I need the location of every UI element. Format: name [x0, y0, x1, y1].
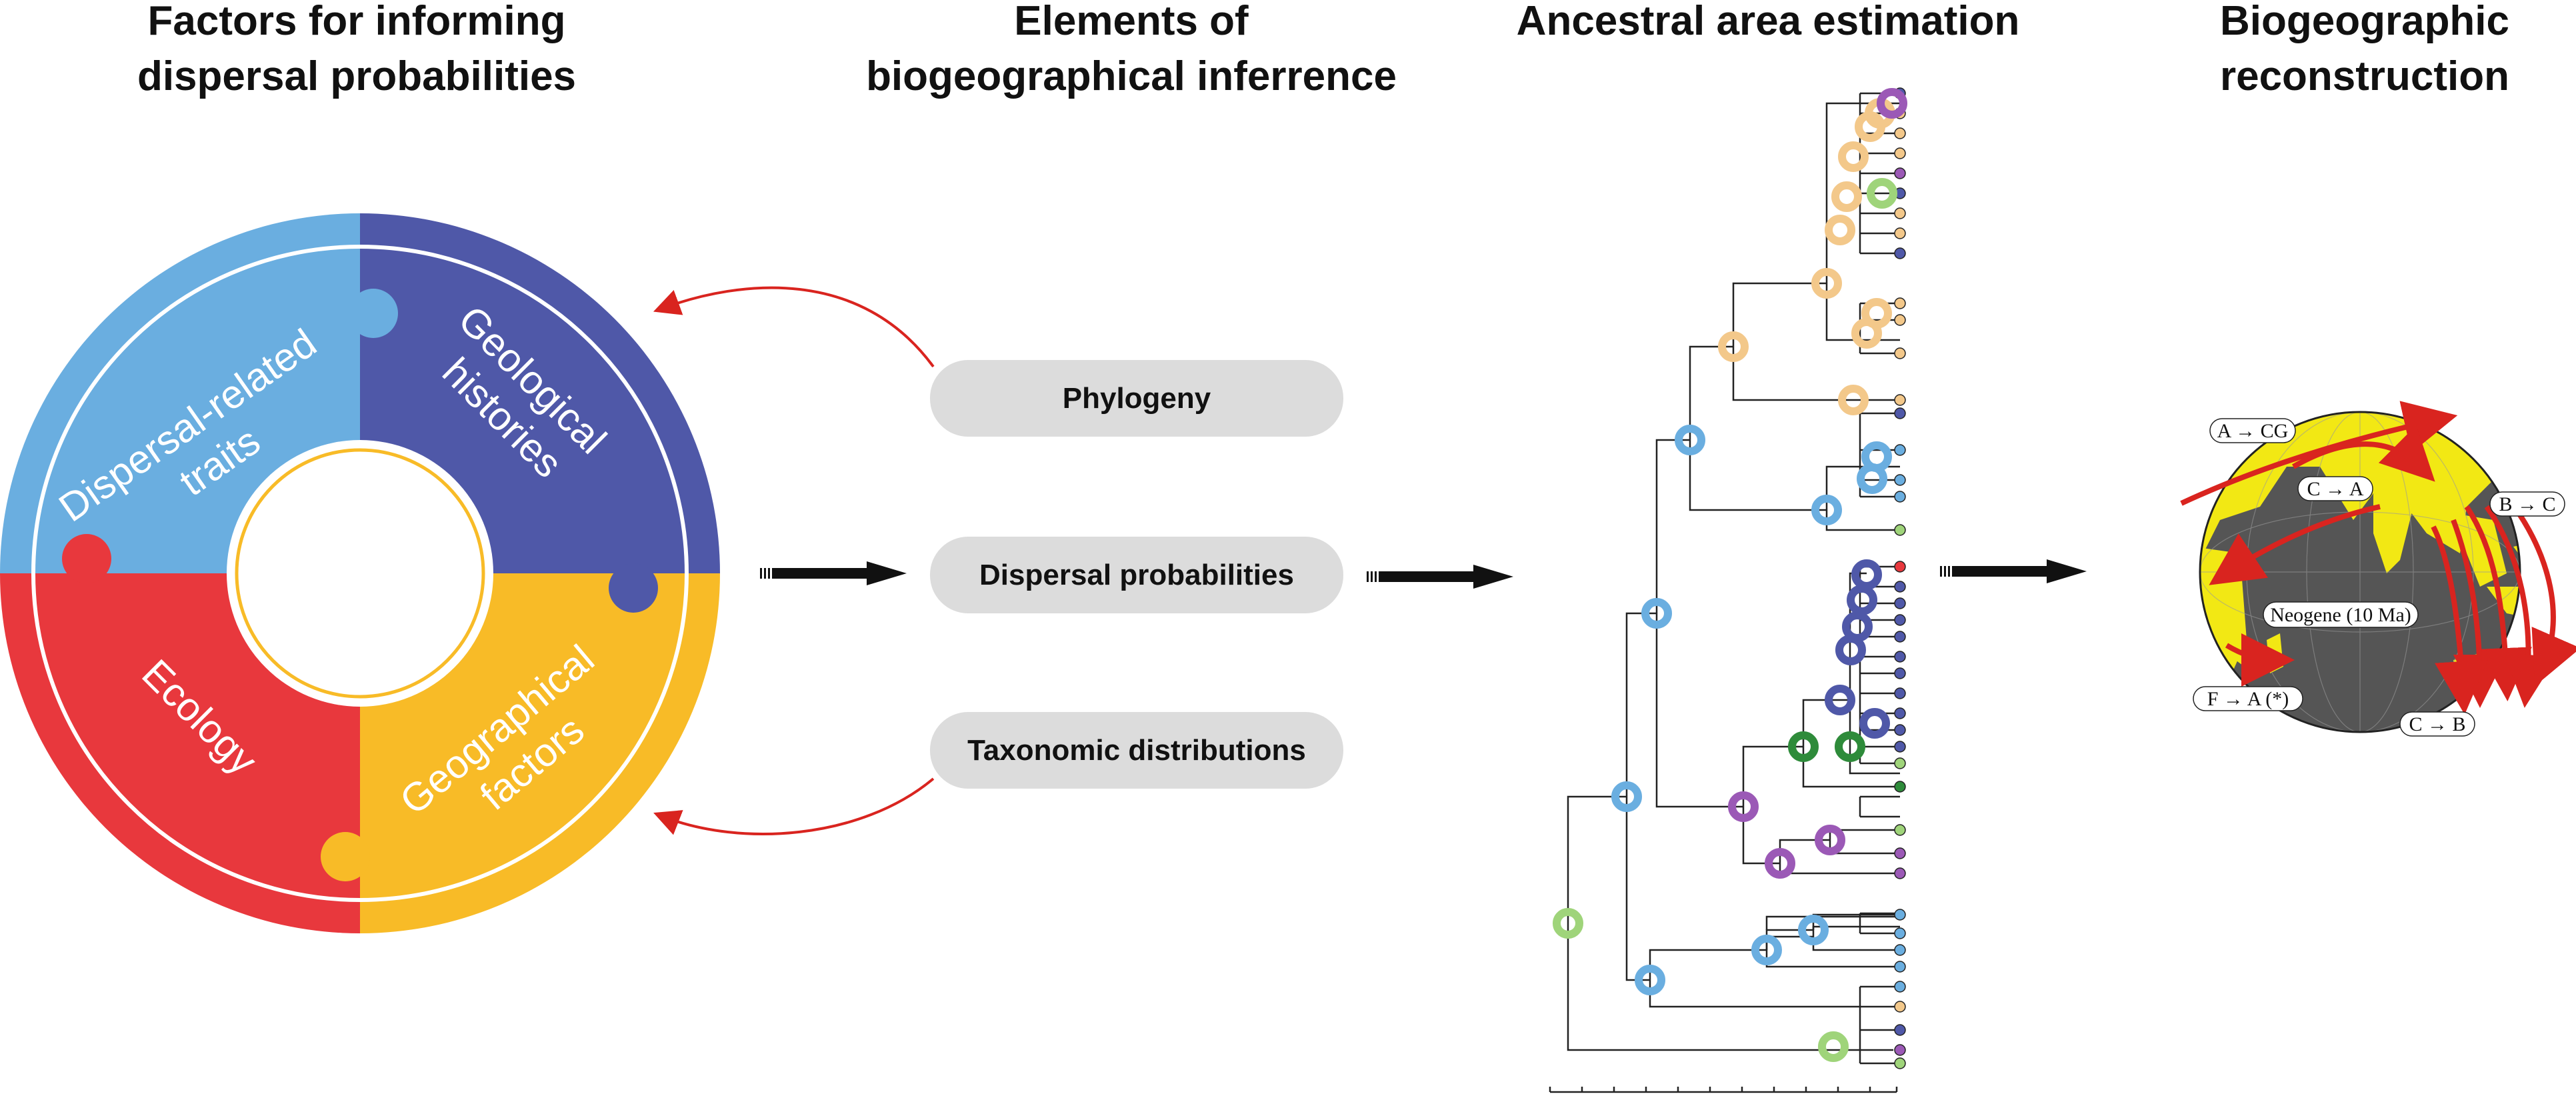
tree-node-donuts: [1553, 88, 1907, 1062]
header-biogeographic-line2: reconstruction: [2220, 53, 2509, 99]
map-label-c-b: C → B: [2399, 711, 2475, 737]
map-red-arrows: [2180, 401, 2576, 715]
header-ancestral: Ancestral area estimation: [1517, 0, 2020, 44]
knob-geological: [349, 289, 398, 338]
map-label-neogene: Neogene (10 Ma): [2263, 601, 2419, 628]
pill-phylogeny-label: Phylogeny: [1063, 382, 1211, 415]
header-factors: Factors for informing dispersal probabil…: [137, 0, 576, 99]
knob-geographical: [609, 563, 658, 613]
map-label-c-a-text: C → A: [2307, 478, 2363, 500]
pill-taxonomic-label: Taxonomic distributions: [967, 734, 1306, 767]
map-label-neogene-text: Neogene (10 Ma): [2270, 604, 2411, 626]
header-biogeographic-line1: Biogeographic: [2220, 0, 2509, 44]
pill-phylogeny: Phylogeny: [930, 360, 1343, 437]
flow-arrow-2: [1367, 565, 1513, 589]
red-arrow-lower: [653, 777, 935, 835]
header-ancestral-line1: Ancestral area estimation: [1517, 0, 2020, 44]
ring-outline: [31, 245, 689, 902]
header-biogeographic: Biogeographic reconstruction: [2220, 0, 2509, 99]
header-elements-line1: Elements of: [1014, 0, 1249, 44]
pill-taxonomic-distributions: Taxonomic distributions: [930, 712, 1343, 789]
knob-ecology: [321, 832, 370, 881]
header-elements-line2: biogeographical inferrence: [866, 53, 1397, 99]
map-label-f-a: F → A (*): [2193, 686, 2303, 711]
pill-dispersal-label: Dispersal probabilities: [979, 559, 1294, 591]
red-arrow-upper: [653, 286, 935, 368]
map-label-c-b-text: C → B: [2409, 713, 2465, 735]
map-label-a-cg: A → CG: [2209, 418, 2296, 443]
ring-hole: [227, 440, 493, 707]
map-label-c-a: C → A: [2297, 476, 2373, 501]
map-label-b-c-text: B → C: [2499, 493, 2555, 515]
flow-arrow-3: [1940, 559, 2087, 583]
factors-ring: Dispersal-related traits Geological hist…: [0, 213, 720, 933]
header-elements: Elements of biogeographical inferrence: [866, 0, 1397, 99]
map-label-a-cg-text: A → CG: [2217, 420, 2289, 442]
flow-arrow-1: [760, 561, 907, 585]
map-label-f-a-text: F → A (*): [2207, 688, 2289, 710]
header-factors-line1: Factors for informing: [148, 0, 566, 44]
map-label-b-c: B → C: [2489, 491, 2565, 517]
header-factors-line2: dispersal probabilities: [137, 53, 576, 99]
pill-dispersal-probabilities: Dispersal probabilities: [930, 537, 1343, 613]
globe-map: A → CG C → A B → C Neogene (10 Ma) F → A…: [2180, 401, 2576, 737]
knob-dispersal: [62, 534, 111, 583]
ring-hole-outline: [235, 448, 485, 699]
tree-tip-dots: [1894, 87, 1906, 1069]
